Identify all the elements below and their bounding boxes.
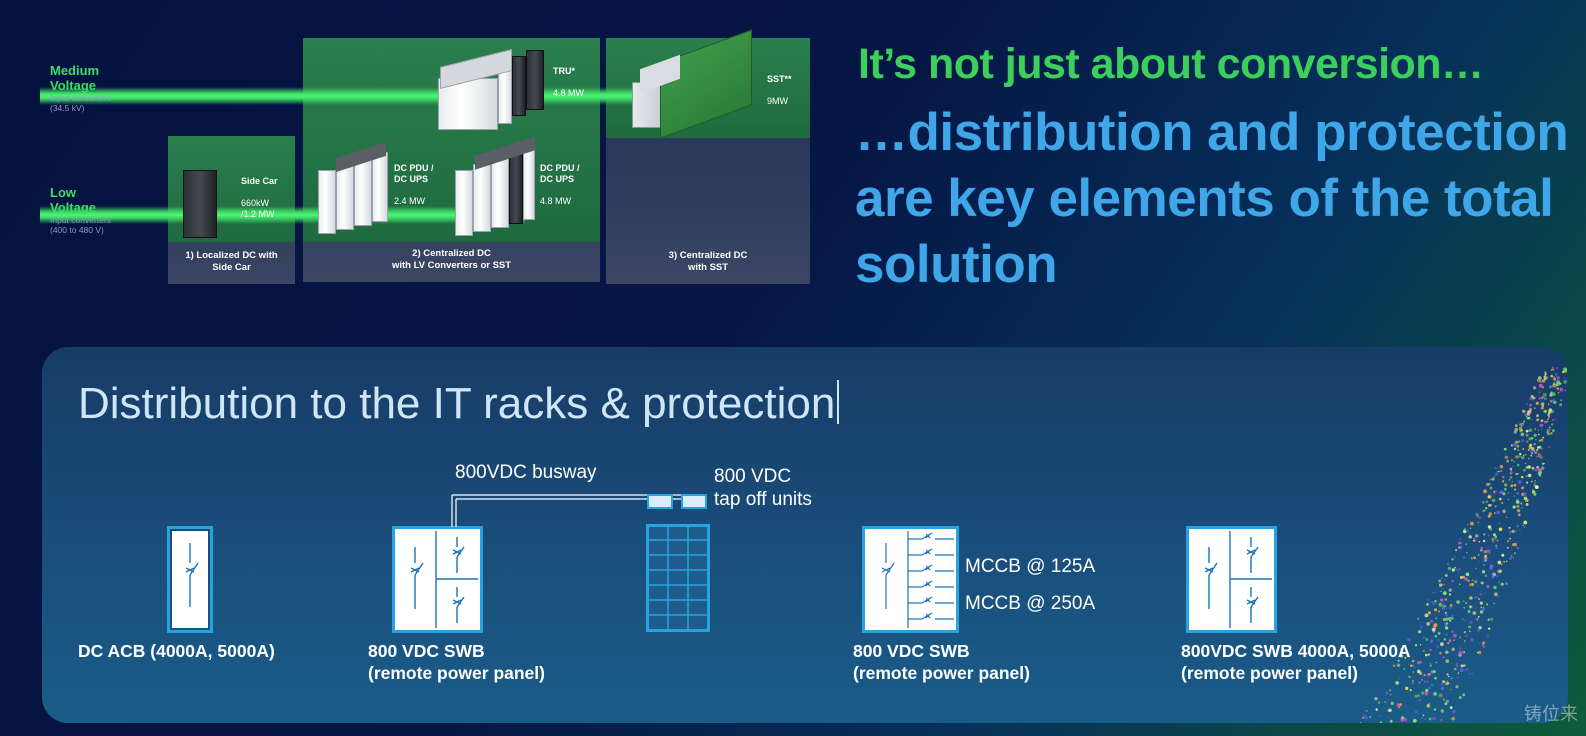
side-car-label: Side Car 660kW /1.2 MW: [241, 176, 278, 219]
tap-off-unit-1: [647, 494, 673, 509]
dc-pdu-ups-label-1: DC PDU / DC UPS 2.4 MW: [394, 163, 434, 206]
swb1-symbols: [410, 531, 478, 628]
it-rack: [646, 524, 710, 632]
swb3-symbols: [1204, 531, 1272, 628]
tap-off-units-label: 800 VDC tap off units: [714, 466, 812, 510]
distribution-panel: Distribution to the IT racks & protectio…: [42, 347, 1568, 723]
swb2-symbols: [881, 531, 954, 628]
low-voltage-label: Low Voltage Input converters (400 to 480…: [50, 185, 111, 235]
tap-off-unit-2: [681, 494, 707, 509]
single-line-diagrams: [167, 494, 1277, 633]
mccb-125a-label: MCCB @ 125A: [965, 556, 1096, 577]
swb3-label: 800VDC SWB 4000A, 5000A (remote power pa…: [1181, 641, 1411, 683]
low-voltage-beam: [40, 206, 525, 224]
panel-caption: 1) Localized DC with Side Car: [185, 250, 278, 273]
headline-conversion: It’s not just about conversion…: [858, 40, 1484, 88]
text-cursor: [837, 380, 839, 424]
side-car-cabinet: [183, 170, 217, 238]
busway-label: 800VDC busway: [455, 462, 597, 483]
dc-pdu-ups-label-2: DC PDU / DC UPS 4.8 MW: [540, 163, 580, 206]
swb1-label: 800 VDC SWB (remote power panel): [368, 641, 545, 683]
headline-distribution-protection: …distribution and protection are key ele…: [855, 103, 1569, 294]
medium-voltage-label: Medium Voltage Input converters (34.5 kV…: [50, 63, 111, 113]
watermark: 铸位来: [1524, 704, 1578, 724]
panel-caption: 3) Centralized DC with SST: [668, 250, 748, 273]
sst-label: SST** 9MW: [767, 74, 792, 106]
acb-enclosure: [167, 526, 213, 633]
dc-acb-label: DC ACB (4000A, 5000A): [78, 641, 275, 661]
speckle-decoration: [1360, 366, 1568, 723]
panel-caption: 2) Centralized DC with LV Converters or …: [391, 248, 512, 271]
mccb-250a-label: MCCB @ 250A: [965, 593, 1096, 614]
section-title: Distribution to the IT racks & protectio…: [78, 379, 839, 429]
swb2-label: 800 VDC SWB (remote power panel): [853, 641, 1030, 683]
tru-label: TRU* 4.8 MW: [553, 66, 585, 98]
swb2-enclosure: [862, 526, 959, 633]
